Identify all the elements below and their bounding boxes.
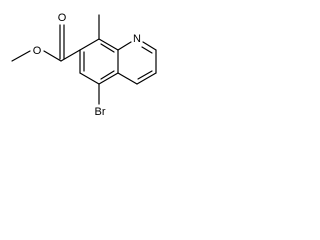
bond-c7-c8	[79, 38, 100, 51]
bond-c4a-c5-inner	[100, 70, 115, 80]
bond-c3-c4-inner	[137, 70, 153, 80]
bond-c8-c8a-inner	[100, 43, 115, 53]
nitrogen-label: N	[133, 33, 141, 45]
atom-labels: O O N Br	[33, 12, 141, 118]
bromine-label: Br	[95, 106, 106, 118]
bond-c4-c4a	[117, 72, 138, 85]
bond-n1-c2-inner	[141, 46, 153, 54]
carbonyl-oxygen-label: O	[58, 12, 67, 24]
bond-oxygen-carbonyl	[43, 50, 62, 62]
molecule-svg: O O N Br	[11, 12, 157, 118]
bond-c8-c8a	[98, 38, 119, 51]
molecule-diagram: O O N Br	[0, 0, 204, 137]
bond-c3-c4	[136, 72, 157, 85]
bond-carbonyl-ring	[60, 49, 81, 62]
bond-c8a-n1	[117, 41, 132, 51]
bond-c5-c6	[79, 72, 100, 85]
bond-n1-c2	[142, 41, 157, 51]
bond-c4a-c5	[98, 72, 119, 85]
bonds	[11, 14, 157, 105]
bond-methyl-oxygen	[11, 50, 31, 62]
ester-oxygen-label: O	[33, 45, 42, 57]
